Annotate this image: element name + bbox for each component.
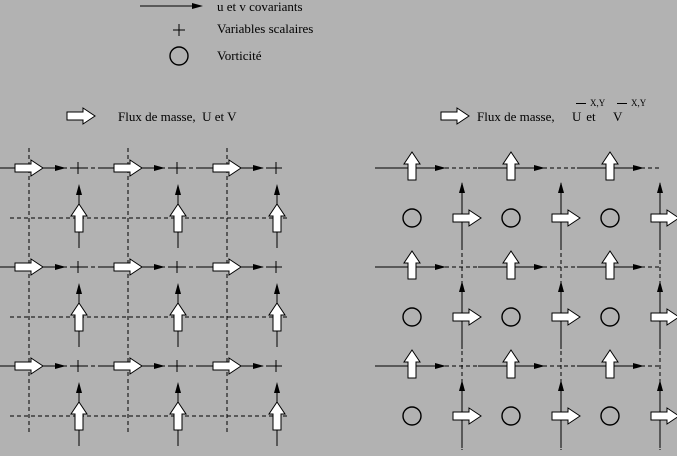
vorticity-circle: [501, 406, 521, 426]
legend-label-covariant: u et v covariants: [217, 0, 303, 14]
covariant-arrow-head: [435, 264, 446, 270]
covariant-arrow-head: [534, 264, 545, 270]
vorticity-circle: [501, 307, 521, 327]
covariant-arrow-head: [558, 281, 564, 292]
legend-label-scalar: Variables scalaires: [217, 21, 314, 36]
vorticity-circle: [600, 406, 620, 426]
right-panel-title-prefix: Flux de masse,: [477, 109, 558, 124]
mass-flux-arrow: [403, 250, 421, 280]
covariant-arrow-head: [274, 184, 280, 195]
mass-flux-arrow: [650, 308, 677, 326]
mass-flux-arrow: [113, 258, 143, 276]
mass-flux-arrow: [169, 203, 187, 233]
covariant-arrow-head: [55, 363, 66, 369]
covariant-arrow-head: [76, 382, 82, 393]
mass-flux-arrow: [66, 107, 96, 125]
right-panel-sup-V: X,Y: [631, 98, 647, 108]
legend-label-vorticity: Vorticité: [217, 48, 262, 63]
covariant-arrow-head: [558, 380, 564, 391]
covariant-arrow-head: [55, 264, 66, 270]
covariant-arrow-head: [534, 165, 545, 171]
mass-flux-arrow: [403, 151, 421, 181]
mass-flux-arrow: [113, 357, 143, 375]
covariant-arrow-head: [435, 165, 446, 171]
mass-flux-arrow: [403, 349, 421, 379]
mass-flux-arrow: [601, 151, 619, 181]
mass-flux-arrow: [70, 203, 88, 233]
covariant-arrow-head: [633, 363, 644, 369]
covariant-arrow-head: [175, 382, 181, 393]
mass-flux-arrow: [502, 349, 520, 379]
right-panel-title-U: U: [572, 109, 582, 124]
mass-flux-arrow: [212, 159, 242, 177]
covariant-arrow-head: [657, 380, 663, 391]
mass-flux-arrow: [268, 302, 286, 332]
right-panel-sup-U: X,Y: [590, 98, 606, 108]
mass-flux-arrow: [14, 357, 44, 375]
covariant-arrow-head: [459, 281, 465, 292]
mass-flux-arrow: [452, 308, 482, 326]
mass-flux-arrow: [650, 209, 677, 227]
vorticity-circle: [600, 307, 620, 327]
right-panel-overline-V: [617, 103, 627, 104]
right-panel-overline-U: [576, 103, 586, 104]
covariant-arrow-head: [76, 184, 82, 195]
mass-flux-arrow: [551, 407, 581, 425]
covariant-arrow-head: [558, 182, 564, 193]
covariant-arrow-head: [154, 363, 165, 369]
mass-flux-arrow: [551, 308, 581, 326]
covariant-arrow-head: [274, 382, 280, 393]
covariant-arrow-head: [175, 184, 181, 195]
covariant-arrow-head: [55, 165, 66, 171]
mass-flux-arrow: [601, 349, 619, 379]
mass-flux-arrow: [452, 209, 482, 227]
mass-flux-arrow: [169, 401, 187, 431]
covariant-arrow-head: [253, 264, 264, 270]
mass-flux-arrow: [601, 250, 619, 280]
mass-flux-arrow: [650, 407, 677, 425]
mass-flux-arrow: [440, 107, 470, 125]
covariant-arrow-head: [274, 283, 280, 294]
mass-flux-arrow: [70, 302, 88, 332]
mass-flux-arrow: [70, 401, 88, 431]
covariant-arrow-head: [154, 264, 165, 270]
covariant-arrow-head: [154, 165, 165, 171]
mass-flux-arrow: [268, 401, 286, 431]
vorticity-circle: [402, 406, 422, 426]
mass-flux-arrow: [14, 258, 44, 276]
mass-flux-arrow: [169, 302, 187, 332]
mass-flux-arrow: [502, 250, 520, 280]
covariant-arrow-head: [657, 281, 663, 292]
vorticity-circle: [600, 208, 620, 228]
mass-flux-arrow: [551, 209, 581, 227]
mass-flux-arrow: [452, 407, 482, 425]
covariant-arrow-head: [253, 165, 264, 171]
covariant-arrow-head: [534, 363, 545, 369]
covariant-arrow-head: [435, 363, 446, 369]
vorticity-circle: [402, 208, 422, 228]
covariant-arrow-head: [459, 380, 465, 391]
covariant-arrow-head: [657, 182, 663, 193]
vorticity-circle: [169, 46, 189, 66]
vorticity-circle: [501, 208, 521, 228]
mass-flux-arrow: [14, 159, 44, 177]
vorticity-circle: [402, 307, 422, 327]
right-panel-title-mid: et: [583, 109, 599, 124]
covariant-arrow-head: [633, 264, 644, 270]
covariant-arrow-head: [253, 363, 264, 369]
mass-flux-arrow: [502, 151, 520, 181]
mass-flux-arrow: [212, 258, 242, 276]
mass-flux-arrow: [212, 357, 242, 375]
left-panel-title: Flux de masse, U et V: [118, 109, 237, 124]
covariant-arrow-head: [175, 283, 181, 294]
covariant-arrow-head: [192, 3, 203, 9]
covariant-arrow-head: [459, 182, 465, 193]
mass-flux-arrow: [268, 203, 286, 233]
right-panel-title-V: V: [613, 109, 623, 124]
mass-flux-arrow: [113, 159, 143, 177]
covariant-arrow-head: [633, 165, 644, 171]
covariant-arrow-head: [76, 283, 82, 294]
